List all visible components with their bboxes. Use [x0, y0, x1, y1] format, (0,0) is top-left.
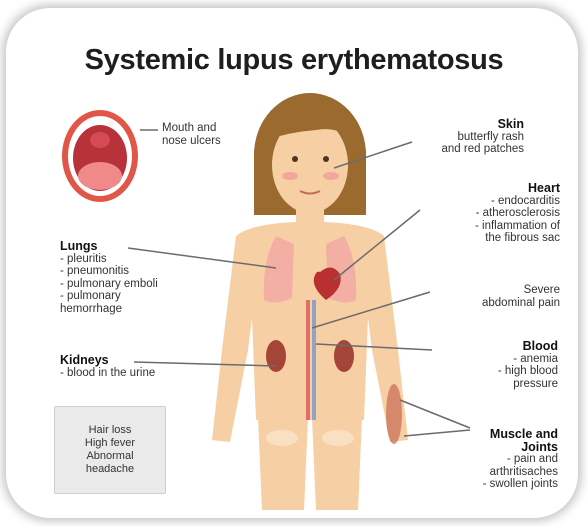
label-heart-text: - endocarditis - atherosclerosis - infla… — [410, 195, 560, 245]
label-heart: Heart - endocarditis - atherosclerosis -… — [410, 182, 560, 245]
symptom-item: headache — [86, 463, 134, 476]
label-blood-heading: Blood — [440, 340, 558, 353]
label-skin: Skin butterfly rash and red patches — [420, 118, 524, 156]
label-kidneys: Kidneys - blood in the urine — [60, 354, 200, 379]
label-mouth: Mouth and nose ulcers — [162, 122, 221, 147]
label-skin-heading: Skin — [420, 118, 524, 131]
symptom-item: Hair loss — [89, 424, 132, 437]
label-kidneys-text: - blood in the urine — [60, 367, 200, 380]
label-muscle: Muscle and Joints - pain and arthritisac… — [440, 428, 558, 491]
label-lungs-heading: Lungs — [60, 240, 190, 253]
label-mouth-text: Mouth and nose ulcers — [162, 122, 221, 147]
label-heart-heading: Heart — [410, 182, 560, 195]
mouth-illustration — [62, 110, 138, 202]
label-muscle-text: - pain and arthritisaches - swollen join… — [440, 453, 558, 491]
label-lungs-text: - pleuritis - pneumonitis - pulmonary em… — [60, 253, 190, 316]
symptoms-box: Hair loss High fever Abnormal headache — [54, 406, 166, 494]
label-kidneys-heading: Kidneys — [60, 354, 200, 367]
label-muscle-heading: Muscle and Joints — [440, 428, 558, 453]
label-skin-text: butterfly rash and red patches — [420, 131, 524, 156]
human-body — [212, 93, 408, 510]
label-lungs: Lungs - pleuritis - pneumonitis - pulmon… — [60, 240, 190, 315]
label-blood: Blood - anemia - high blood pressure — [440, 340, 558, 390]
label-abdomen: Severe abdominal pain — [420, 284, 560, 309]
label-abdomen-text: Severe abdominal pain — [420, 284, 560, 309]
symptom-item: Abnormal — [86, 450, 133, 463]
label-blood-text: - anemia - high blood pressure — [440, 353, 558, 391]
symptom-item: High fever — [85, 437, 135, 450]
